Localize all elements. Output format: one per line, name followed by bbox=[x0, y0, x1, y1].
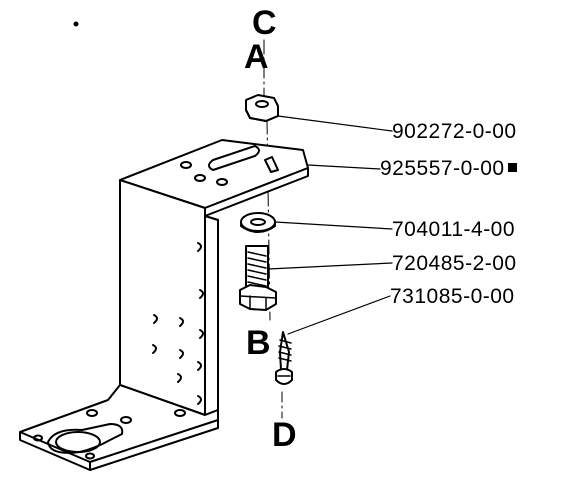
part-number-925557: 925557-0-00 bbox=[380, 158, 517, 179]
part-number-text: 925557-0-00 bbox=[380, 157, 505, 180]
washer bbox=[240, 212, 276, 233]
hex-bolt bbox=[239, 245, 277, 311]
part-number-704011: 704011-4-00 bbox=[392, 219, 515, 240]
leader-720485 bbox=[267, 262, 393, 270]
stray-dot bbox=[73, 21, 79, 27]
label-c: C bbox=[252, 4, 277, 42]
label-d: D bbox=[272, 416, 297, 454]
wood-screw bbox=[275, 331, 293, 385]
leader-902272 bbox=[277, 115, 393, 132]
part-number-text: 704011-4-00 bbox=[392, 218, 516, 241]
part-number-text: 731085-0-00 bbox=[390, 285, 515, 308]
bracket bbox=[19, 139, 309, 471]
part-number-902272: 902272-0-00 bbox=[392, 121, 517, 142]
part-number-text: 720485-2-00 bbox=[392, 252, 517, 275]
leader-731085 bbox=[287, 295, 391, 335]
leader-704011 bbox=[274, 221, 393, 230]
label-b: B bbox=[246, 324, 271, 362]
part-number-720485: 720485-2-00 bbox=[392, 253, 517, 274]
label-a: A bbox=[244, 38, 269, 76]
hex-nut-top bbox=[245, 94, 279, 122]
part-number-text: 902272-0-00 bbox=[392, 120, 517, 143]
part-number-731085: 731085-0-00 bbox=[390, 286, 515, 307]
marker-square-icon bbox=[507, 163, 517, 172]
leader-925557 bbox=[307, 164, 381, 170]
